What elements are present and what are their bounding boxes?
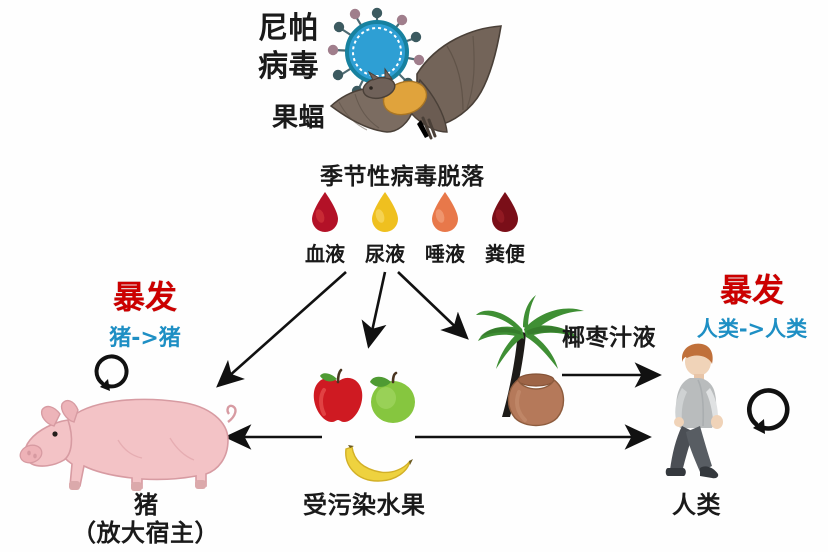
date-palm-sap-label: 椰枣汁液 — [562, 325, 656, 351]
feces-droplet: 粪便 — [480, 190, 530, 267]
pig-label: 猪 — [134, 491, 159, 519]
feces-droplet-label: 粪便 — [485, 242, 525, 266]
saliva-droplet: 唾液 — [420, 190, 470, 267]
pig-sublabel: （放大宿主） — [72, 519, 219, 547]
droplet-group: 血液 尿液 唾液 粪便 — [300, 190, 530, 267]
banana-icon — [338, 443, 414, 487]
human-label: 人类 — [672, 491, 721, 519]
green-apple-icon — [364, 371, 422, 426]
outbreak-left-group: 暴发 猪->猪 — [70, 272, 220, 352]
pig-icon — [10, 378, 240, 496]
arrow-bat-to-palm — [397, 271, 469, 340]
fruit-bat-icon — [325, 22, 510, 152]
clay-sap-pot-icon — [503, 368, 569, 430]
blood-droplet: 血液 — [300, 190, 350, 267]
red-apple-icon — [308, 368, 368, 426]
arrow-bat-to-pig — [216, 271, 347, 388]
outbreak-right-headline: 暴发 — [719, 271, 784, 309]
outbreak-right-chain: 人类->人类 — [696, 317, 808, 341]
outbreak-left-headline: 暴发 — [112, 278, 177, 316]
nipah-virus-title-line2: 病毒 — [258, 48, 319, 84]
human-to-human-cycle-icon — [738, 378, 800, 438]
nipah-virus-particle-icon — [325, 4, 429, 100]
contaminated-fruit-label: 受污染水果 — [303, 491, 426, 519]
urine-droplet: 尿液 — [360, 190, 410, 267]
pig-to-pig-cycle-icon — [86, 345, 138, 393]
date-palm-tree-icon — [476, 295, 586, 420]
nipah-virus-title: 尼帕 病毒 — [258, 11, 319, 84]
bat-label: 果蝠 — [272, 103, 326, 133]
arrow-bat-to-fruit — [361, 271, 387, 349]
nipah-virus-title-line1: 尼帕 — [258, 11, 319, 46]
walking-human-icon — [660, 340, 740, 492]
urine-droplet-label: 尿液 — [365, 242, 405, 266]
blood-droplet-label: 血液 — [305, 242, 345, 266]
outbreak-right-group: 暴发 人类->人类 — [676, 265, 828, 343]
outbreak-left-chain: 猪->猪 — [109, 326, 181, 351]
seasonal-shedding-label: 季节性病毒脱落 — [320, 164, 485, 190]
saliva-droplet-label: 唾液 — [425, 242, 465, 266]
